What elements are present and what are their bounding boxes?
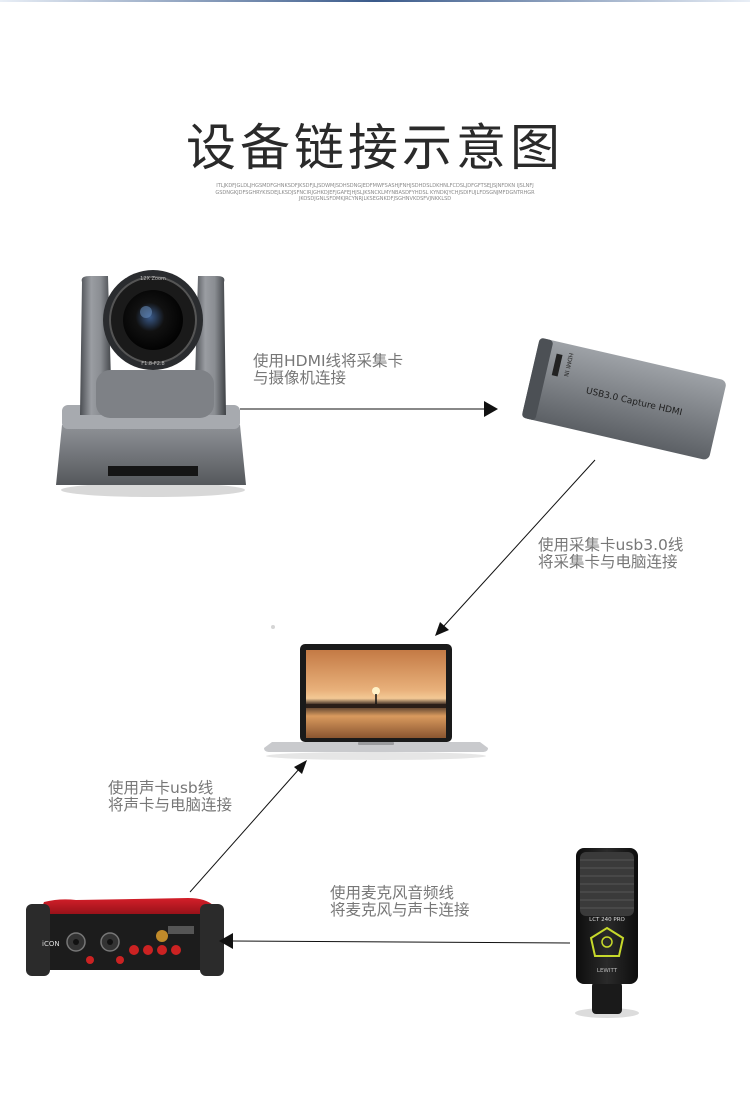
microphone: LCT 240 PRO LEWITT: [575, 848, 639, 1018]
arrow-camera-to-capture: [240, 401, 498, 417]
mic-brand-text: LEWITT: [597, 968, 618, 974]
camera-aperture-text: F1.8-F2.8: [141, 361, 164, 367]
label-line: 将麦克风与声卡连接: [330, 901, 470, 919]
label-camera-to-capture: 使用HDMI线将采集卡 与摄像机连接: [253, 353, 403, 387]
label-line: 使用采集卡usb3.0线: [538, 536, 684, 554]
label-capture-to-laptop: 使用采集卡usb3.0线 将采集卡与电脑连接: [538, 537, 683, 571]
arrow-mic-to-soundcard: [219, 933, 571, 949]
decorative-subtitle: ITLJKDFJGLDLJHGSMDFGHNKSDFJKSDFJLJSDWMJS…: [215, 183, 535, 202]
label-mic-to-soundcard: 使用麦克风音频线 将麦克风与声卡连接: [330, 885, 470, 919]
mic-model-text: LCT 240 PRO: [589, 917, 625, 923]
label-line: 使用HDMI线将采集卡: [253, 352, 404, 370]
top-accent-bar: [0, 0, 750, 2]
label-line: 使用声卡usb线: [108, 779, 214, 797]
arrow-capture-to-laptop: [435, 459, 596, 636]
capture-card: HDMI IN USB3.0 Capture HDMI: [522, 338, 726, 460]
ptz-camera: 12X Zoom F1.8-F2.8: [56, 270, 246, 497]
arrow-soundcard-to-laptop: [189, 760, 307, 893]
label-soundcard-to-laptop: 使用声卡usb线 将声卡与电脑连接: [108, 780, 232, 814]
soundcard-brand: iCON: [42, 940, 60, 948]
label-line: 将采集卡与电脑连接: [538, 553, 678, 571]
page-title: 设备链接示意图: [186, 119, 564, 177]
sound-card: iCON: [26, 898, 224, 976]
camera-zoom-text: 12X Zoom: [140, 276, 166, 282]
label-line: 将声卡与电脑连接: [108, 796, 233, 814]
mic-grille: [580, 859, 634, 909]
label-line: 使用麦克风音频线: [330, 884, 455, 902]
laptop: [264, 625, 488, 760]
label-line: 与摄像机连接: [253, 369, 347, 387]
